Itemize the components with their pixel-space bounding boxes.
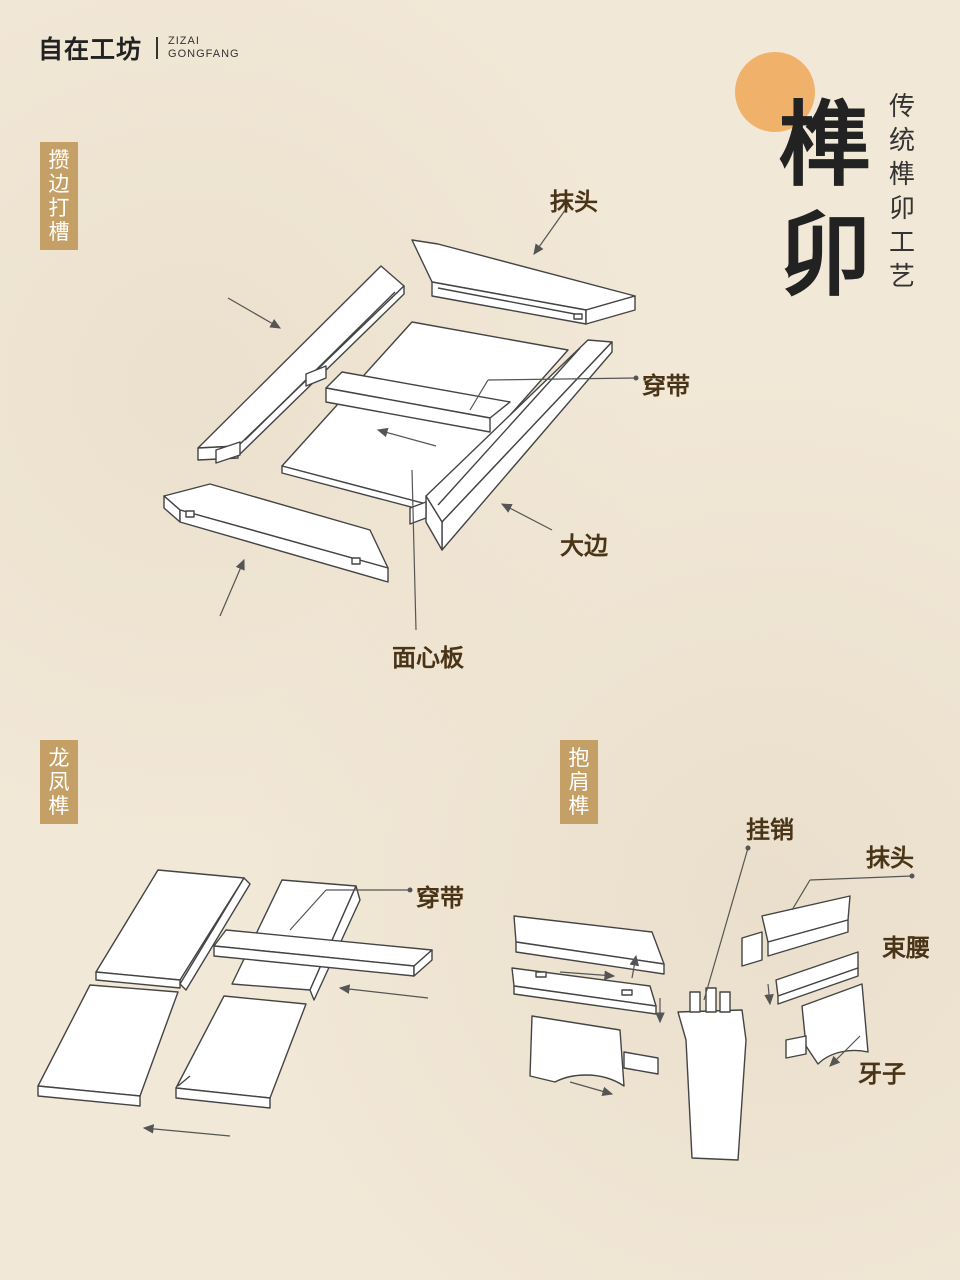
label-chuandai: 穿带 <box>642 371 690 400</box>
label-motou-top: 抹头 <box>550 187 598 216</box>
tag-cuanbian: 攒 边 打 槽 <box>40 142 78 250</box>
leg-part <box>677 1009 747 1161</box>
brand: 自在工坊 ZIZAI GONGFANG <box>38 30 240 66</box>
brand-name-en: ZIZAI GONGFANG <box>168 35 240 60</box>
label-dabian: 大边 <box>560 531 608 560</box>
label-yazi: 牙子 <box>858 1059 906 1088</box>
brand-divider <box>156 37 159 59</box>
label-guaxiao: 挂销 <box>746 815 794 844</box>
brand-name: 自在工坊 <box>38 35 143 64</box>
tag-longfeng: 龙 凤 榫 <box>40 740 78 824</box>
baojian-assembly <box>511 895 869 1161</box>
longfeng-board-bl <box>37 984 179 1097</box>
label-motou-right: 抹头 <box>866 843 914 872</box>
tag-baojian: 抱 肩 榫 <box>560 740 598 824</box>
bottom-rail-part <box>163 483 389 583</box>
sun-circle <box>735 52 815 132</box>
top-rail-part <box>411 239 636 325</box>
label-mianxinban: 面心板 <box>392 643 464 672</box>
label-shuyao: 束腰 <box>882 933 930 962</box>
longfeng-assembly <box>37 869 433 1109</box>
cuanbian-assembly <box>163 239 636 583</box>
right-stile-part <box>409 339 613 551</box>
page-subtitle: 传 统 榫 卯 工 艺 <box>888 92 915 292</box>
label-longfeng-chuandai: 穿带 <box>416 883 464 912</box>
longfeng-board-br <box>175 995 307 1099</box>
left-stile-part <box>197 265 405 464</box>
cross-brace-part <box>325 371 511 433</box>
page-title: 榫 卯 <box>778 91 871 309</box>
longfeng-cross-brace <box>213 929 433 977</box>
